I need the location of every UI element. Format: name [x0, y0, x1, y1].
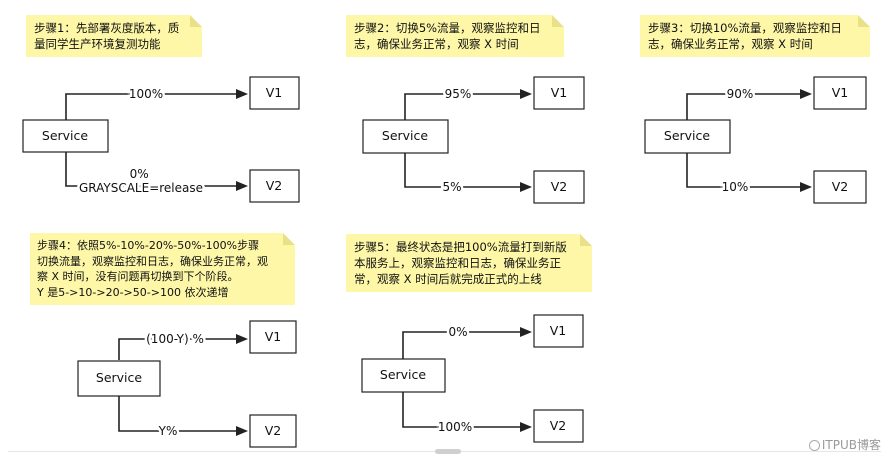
at-icon	[808, 440, 820, 451]
step-1-lower-weight: 0% GRAYSCALE=release	[79, 167, 203, 195]
step-4-service-node	[77, 360, 161, 397]
step-5-service-node	[361, 358, 446, 393]
step-4-v2-label: V2	[265, 423, 282, 438]
step-3-v2-label: V2	[832, 179, 849, 194]
step-2-note: 步骤2：切换5%流量，观察监控和日 志，确保业务正常，观察 X 时间	[346, 15, 564, 57]
step-1-v2-label: V2	[266, 178, 283, 193]
watermark-text: ITPUB博客	[821, 438, 881, 452]
step-1-v1-label: V1	[266, 85, 283, 100]
step-3-v1-node	[813, 76, 867, 110]
step-2-v1-node	[533, 76, 585, 110]
step-4-service-label: Service	[96, 370, 143, 385]
step-2-v2-label: V2	[551, 179, 568, 194]
step-3-upper-weight: 90%	[727, 87, 754, 101]
step-4-lower-weight: Y%	[158, 424, 178, 438]
step-5-v1-node	[533, 314, 584, 348]
step-1-note: 步骤1：先部署灰度版本，质 量同学生产环境复测功能	[26, 15, 202, 57]
step-1-service-label: Service	[42, 128, 89, 143]
step-5-v1-label: V1	[550, 323, 567, 338]
step-3-v1-label: V1	[832, 85, 849, 100]
step-2-lower-weight: 5%	[442, 180, 461, 194]
step-3-service-node	[644, 119, 731, 154]
step-3-service-label: Service	[664, 128, 711, 143]
step-5-note: 步骤5：最终状态是把100%流量打到新版 本服务上，观察监控和日志，确保业务正 …	[346, 234, 592, 292]
step-3-note: 步骤3：切换10%流量，观察监控和日 志，确保业务正常，观察 X 时间	[640, 15, 870, 57]
step-5-v2-label: V2	[550, 418, 567, 433]
step-5-service-label: Service	[380, 367, 427, 382]
step-3-v2-node	[813, 170, 867, 204]
step-3-lower-weight: 10%	[722, 180, 749, 194]
step-5-v2-node	[533, 409, 584, 443]
step-4-upper-weight: (100-Y) %	[146, 332, 204, 346]
step-2-service-node	[362, 119, 449, 154]
step-5-upper-weight: 0%	[448, 325, 467, 339]
step-1-upper-weight: 100%	[129, 87, 163, 101]
step-1-v2-node	[249, 169, 300, 203]
step-1-v1-node	[249, 76, 300, 110]
step-2-v2-node	[533, 170, 585, 204]
step-4-v1-label: V1	[265, 329, 282, 344]
step-5-lower-weight: 100%	[438, 420, 472, 434]
step-2-service-label: Service	[382, 128, 429, 143]
watermark: ITPUB博客	[808, 436, 881, 453]
step-2-upper-weight: 95%	[445, 87, 472, 101]
step-2-v1-label: V1	[551, 85, 568, 100]
step-4-v2-node	[249, 414, 297, 448]
step-4-note: 步骤4：依照5%-10%-20%-50%-100%步骤 切换流量，观察监控和日志…	[30, 233, 295, 305]
step-4-v1-node	[249, 320, 297, 354]
step-1-service-node	[22, 119, 109, 153]
scroll-indicator[interactable]	[435, 449, 461, 454]
